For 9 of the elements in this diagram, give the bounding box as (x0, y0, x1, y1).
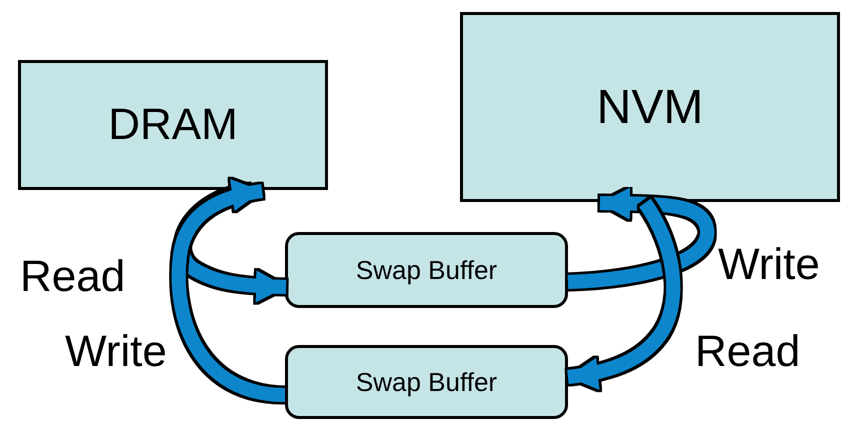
node-label: NVM (596, 80, 704, 134)
curved-arrow (176, 184, 286, 302)
memory-box (460, 12, 840, 202)
buffer-box (285, 345, 568, 419)
memory-box (18, 60, 328, 190)
node-label: DRAM (108, 100, 238, 150)
node-label: Swap Buffer (356, 366, 498, 398)
buffer-box (285, 232, 568, 308)
node-label: Swap Buffer (356, 254, 498, 286)
